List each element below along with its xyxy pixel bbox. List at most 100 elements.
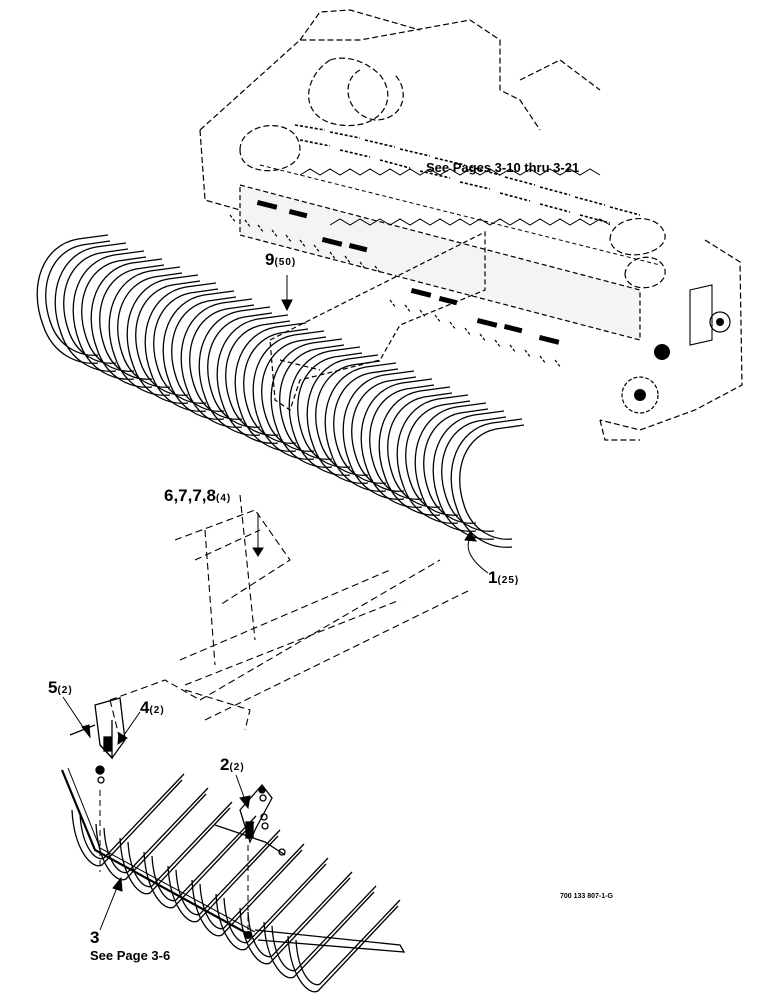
tine-loop [414,402,487,532]
tine-loop-inner [405,400,471,516]
drive-housing [621,284,731,414]
callout-9-qty: (50) [274,257,297,268]
tine-loop-inner [171,296,237,412]
auger-tube [239,124,661,341]
callout-1-qty: (25) [497,575,520,586]
tine-loop-inner [351,376,417,492]
tine-loop-inner [279,344,345,460]
callout-1-number: 1 [488,568,498,587]
tine-loop [270,338,343,468]
rake-tine [71,779,183,867]
see-page-note-bottom: See Page 3-6 [90,948,171,963]
rake-tine [167,835,279,923]
bolt-row [256,200,560,345]
tine-loop-inner [207,312,273,428]
rake-tine-inner [79,773,185,860]
leader-lines [62,275,489,931]
tine-loop [342,370,415,500]
rake-tine [263,891,375,979]
tine-loop [306,354,379,484]
mount-bracket-left [69,697,126,784]
callout-4: 4(2) [140,698,165,718]
callout-2-number: 2 [220,755,230,774]
rake-tine-inner [175,829,281,916]
rake-tine [191,849,303,937]
rake-tine [95,793,207,881]
tine-loop [144,282,217,412]
rake-tine-inner [271,885,377,972]
rake-tine-inner [127,801,233,888]
rake-tine-inner [103,787,209,874]
tine-loop [36,234,109,364]
rake-tine-inner [199,843,305,930]
rake-tine-inner [247,871,353,958]
callout-9: 9(50) [265,250,296,270]
callout-3: 3 [90,928,100,947]
tine-loop [288,346,361,476]
rake-tine [143,821,255,909]
tine-loop-inner [153,288,219,404]
rake-tine-inner [151,815,257,902]
callout-5-number: 5 [48,678,58,697]
tine-loop-inner [81,256,147,372]
callout-6-7-7-8: 6,7,7,8(4) [164,486,231,506]
tine-loop [324,362,397,492]
tine-loop-inner [135,280,201,396]
tine-loop-inner [369,384,435,500]
callout-2-qty: (2) [229,762,245,773]
tine-loop [234,322,307,452]
callout-1: 1(25) [488,568,519,588]
tine-loop [216,314,289,444]
tine-loop-inner [459,424,525,540]
callout-5-qty: (2) [57,685,73,696]
rake-tine [119,807,231,895]
tine-loop-inner [117,272,183,388]
tine-loop-inner [333,368,399,484]
tine-loop [198,306,271,436]
tine-loop [162,290,235,420]
see-pages-note-top: See Pages 3-10 thru 3-21 [426,160,580,175]
tine-loop [180,298,253,428]
tine-loop-inner [423,408,489,524]
rake-tine [239,877,351,965]
tine-loop [450,418,523,548]
tine-loop [90,258,163,388]
tine-loop-inner [441,416,507,532]
tine-loop [126,274,199,404]
drawing-code: 700 133 807-1-G [560,893,613,900]
rake-tine-inner [295,899,401,986]
callout-9-number: 9 [265,250,275,269]
callout-4-qty: (2) [149,705,165,716]
tine-loop [252,330,325,460]
tine-loop-inner [297,352,363,468]
tine-loop-inner [63,248,129,364]
rake-tine-inner [223,857,329,944]
tine-loop-inner [261,336,327,452]
tine-loop-inner [315,360,381,476]
tine-loop [72,250,145,380]
tine-loop [378,386,451,516]
header-frame [199,9,743,441]
rake-tine [287,905,399,993]
tine-loop-inner [225,320,291,436]
tine-loop-inner [189,304,255,420]
tine-loop-inner [45,240,111,356]
callout-5: 5(2) [48,678,73,698]
callout-4-number: 4 [140,698,150,717]
callout-6-7-7-8-number: 6,7,7,8 [164,486,216,505]
callout-6-7-7-8-qty: (4) [216,493,232,504]
tine-loop-inner [243,328,309,444]
tine-loop [54,242,127,372]
tine-loop [396,394,469,524]
tine-loop-inner [387,392,453,508]
lower-frame [109,494,471,741]
tine-loop-inner [99,264,165,380]
tine-loop [360,378,433,508]
callout-2: 2(2) [220,755,245,775]
rake-tine-assembly [60,767,406,993]
rake-tine [215,863,327,951]
tine-loop [108,266,181,396]
mount-bracket-right [214,783,286,856]
